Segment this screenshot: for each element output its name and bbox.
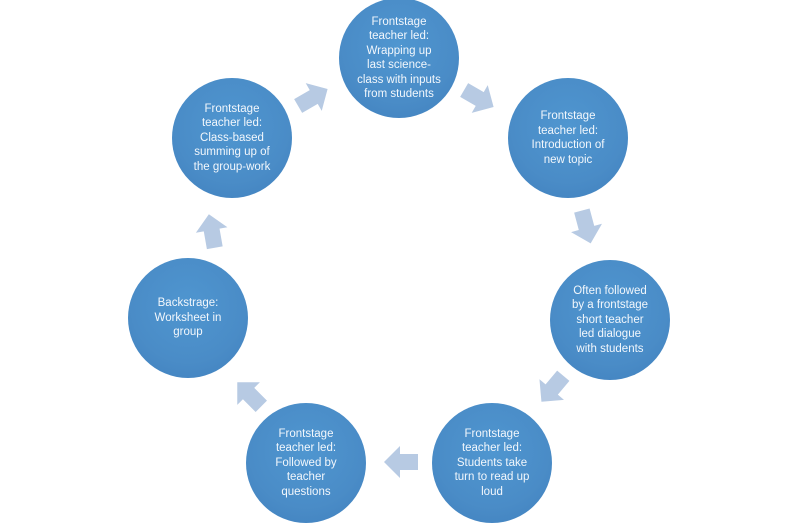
node-worksheet: Backstrage: Worksheet in group xyxy=(128,258,248,378)
node-label: Frontstage teacher led: Introduction of … xyxy=(531,110,605,166)
arrow-icon xyxy=(460,83,494,113)
node-label: Frontstage teacher led: Class-based summ… xyxy=(193,102,271,173)
node-wrapping-up: Frontstage teacher led: Wrapping up last… xyxy=(339,0,459,118)
node-teacher-questions: Frontstage teacher led: Followed by teac… xyxy=(246,403,366,523)
node-dialogue: Often followed by a frontstage short tea… xyxy=(550,260,670,380)
arrow-icon xyxy=(237,382,267,412)
arrow-icon xyxy=(195,214,228,250)
node-label: Backstrage: Worksheet in group xyxy=(154,297,222,339)
node-introduction: Frontstage teacher led: Introduction of … xyxy=(508,78,628,198)
node-label: Frontstage teacher led: Followed by teac… xyxy=(275,427,337,498)
arrow-icon xyxy=(539,370,570,402)
arrow-icon xyxy=(384,446,418,478)
arrow-icon xyxy=(571,208,602,244)
node-label: Frontstage teacher led: Wrapping up last… xyxy=(357,15,441,101)
node-label: Frontstage teacher led: Students take tu… xyxy=(454,427,530,498)
node-read-aloud: Frontstage teacher led: Students take tu… xyxy=(432,403,552,523)
node-label: Often followed by a frontstage short tea… xyxy=(571,284,649,355)
node-summing-up: Frontstage teacher led: Class-based summ… xyxy=(172,78,292,198)
arrow-icon xyxy=(294,83,328,113)
